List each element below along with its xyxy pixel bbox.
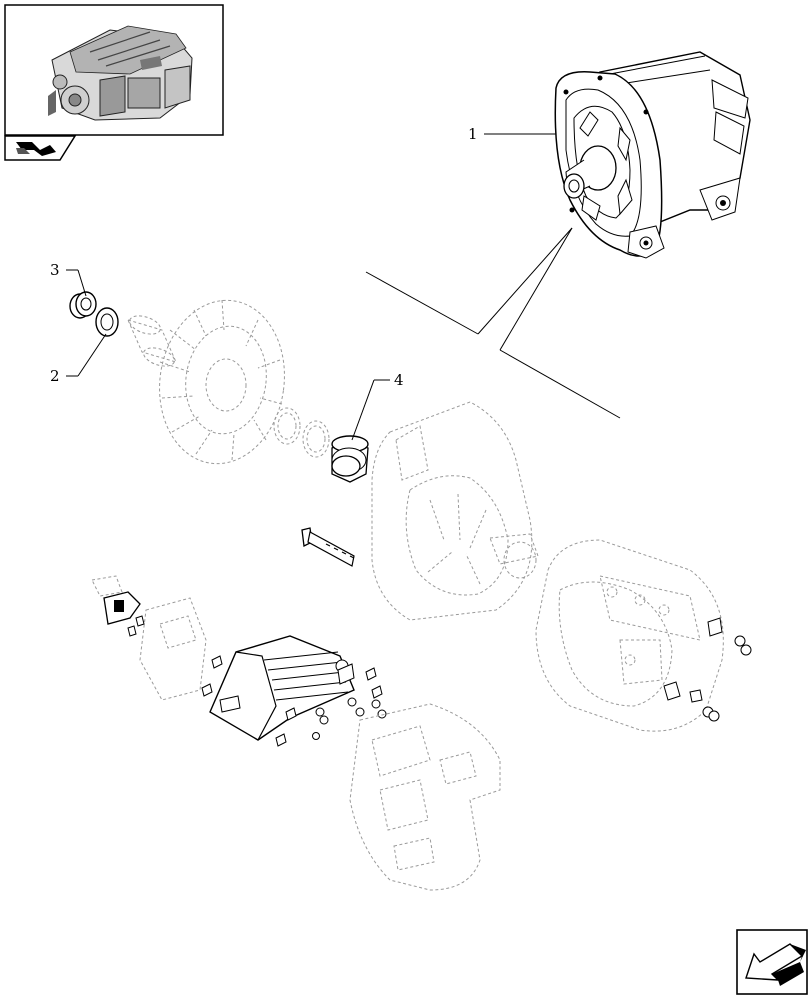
section-arrow-icon	[16, 142, 56, 156]
cover-plate-ghost	[139, 597, 207, 701]
front-shield-ghost	[371, 401, 539, 621]
next-page-arrow-icon	[745, 943, 806, 986]
washer-part-2[interactable]	[95, 307, 119, 337]
callout-1: 1	[468, 125, 478, 143]
terminal-studs[interactable]	[663, 617, 752, 722]
spacer-rings-ghost	[273, 407, 330, 458]
engine-thumbnail[interactable]	[4, 4, 224, 136]
alternator-assembly[interactable]	[554, 51, 751, 259]
next-page-button[interactable]	[736, 929, 808, 995]
engine-thumbnail-icon	[48, 25, 193, 121]
voltage-regulator[interactable]	[209, 635, 355, 741]
rear-housing-ghost	[535, 539, 724, 732]
regulator-screws[interactable]	[201, 655, 387, 747]
bearing-part-4[interactable]	[331, 435, 369, 483]
sleeve-ghost	[127, 315, 177, 367]
nut-part-3[interactable]	[69, 291, 97, 319]
callout-3: 3	[50, 261, 60, 279]
through-bolt[interactable]	[301, 527, 355, 567]
explode-lines	[365, 227, 621, 419]
brush-holder[interactable]	[91, 575, 145, 637]
callout-leaders	[66, 133, 556, 441]
callout-4: 4	[394, 371, 404, 389]
callout-2: 2	[50, 367, 60, 385]
rear-cover-ghost	[349, 703, 501, 891]
fan-ghost	[159, 299, 285, 465]
section-tab[interactable]	[4, 135, 77, 161]
